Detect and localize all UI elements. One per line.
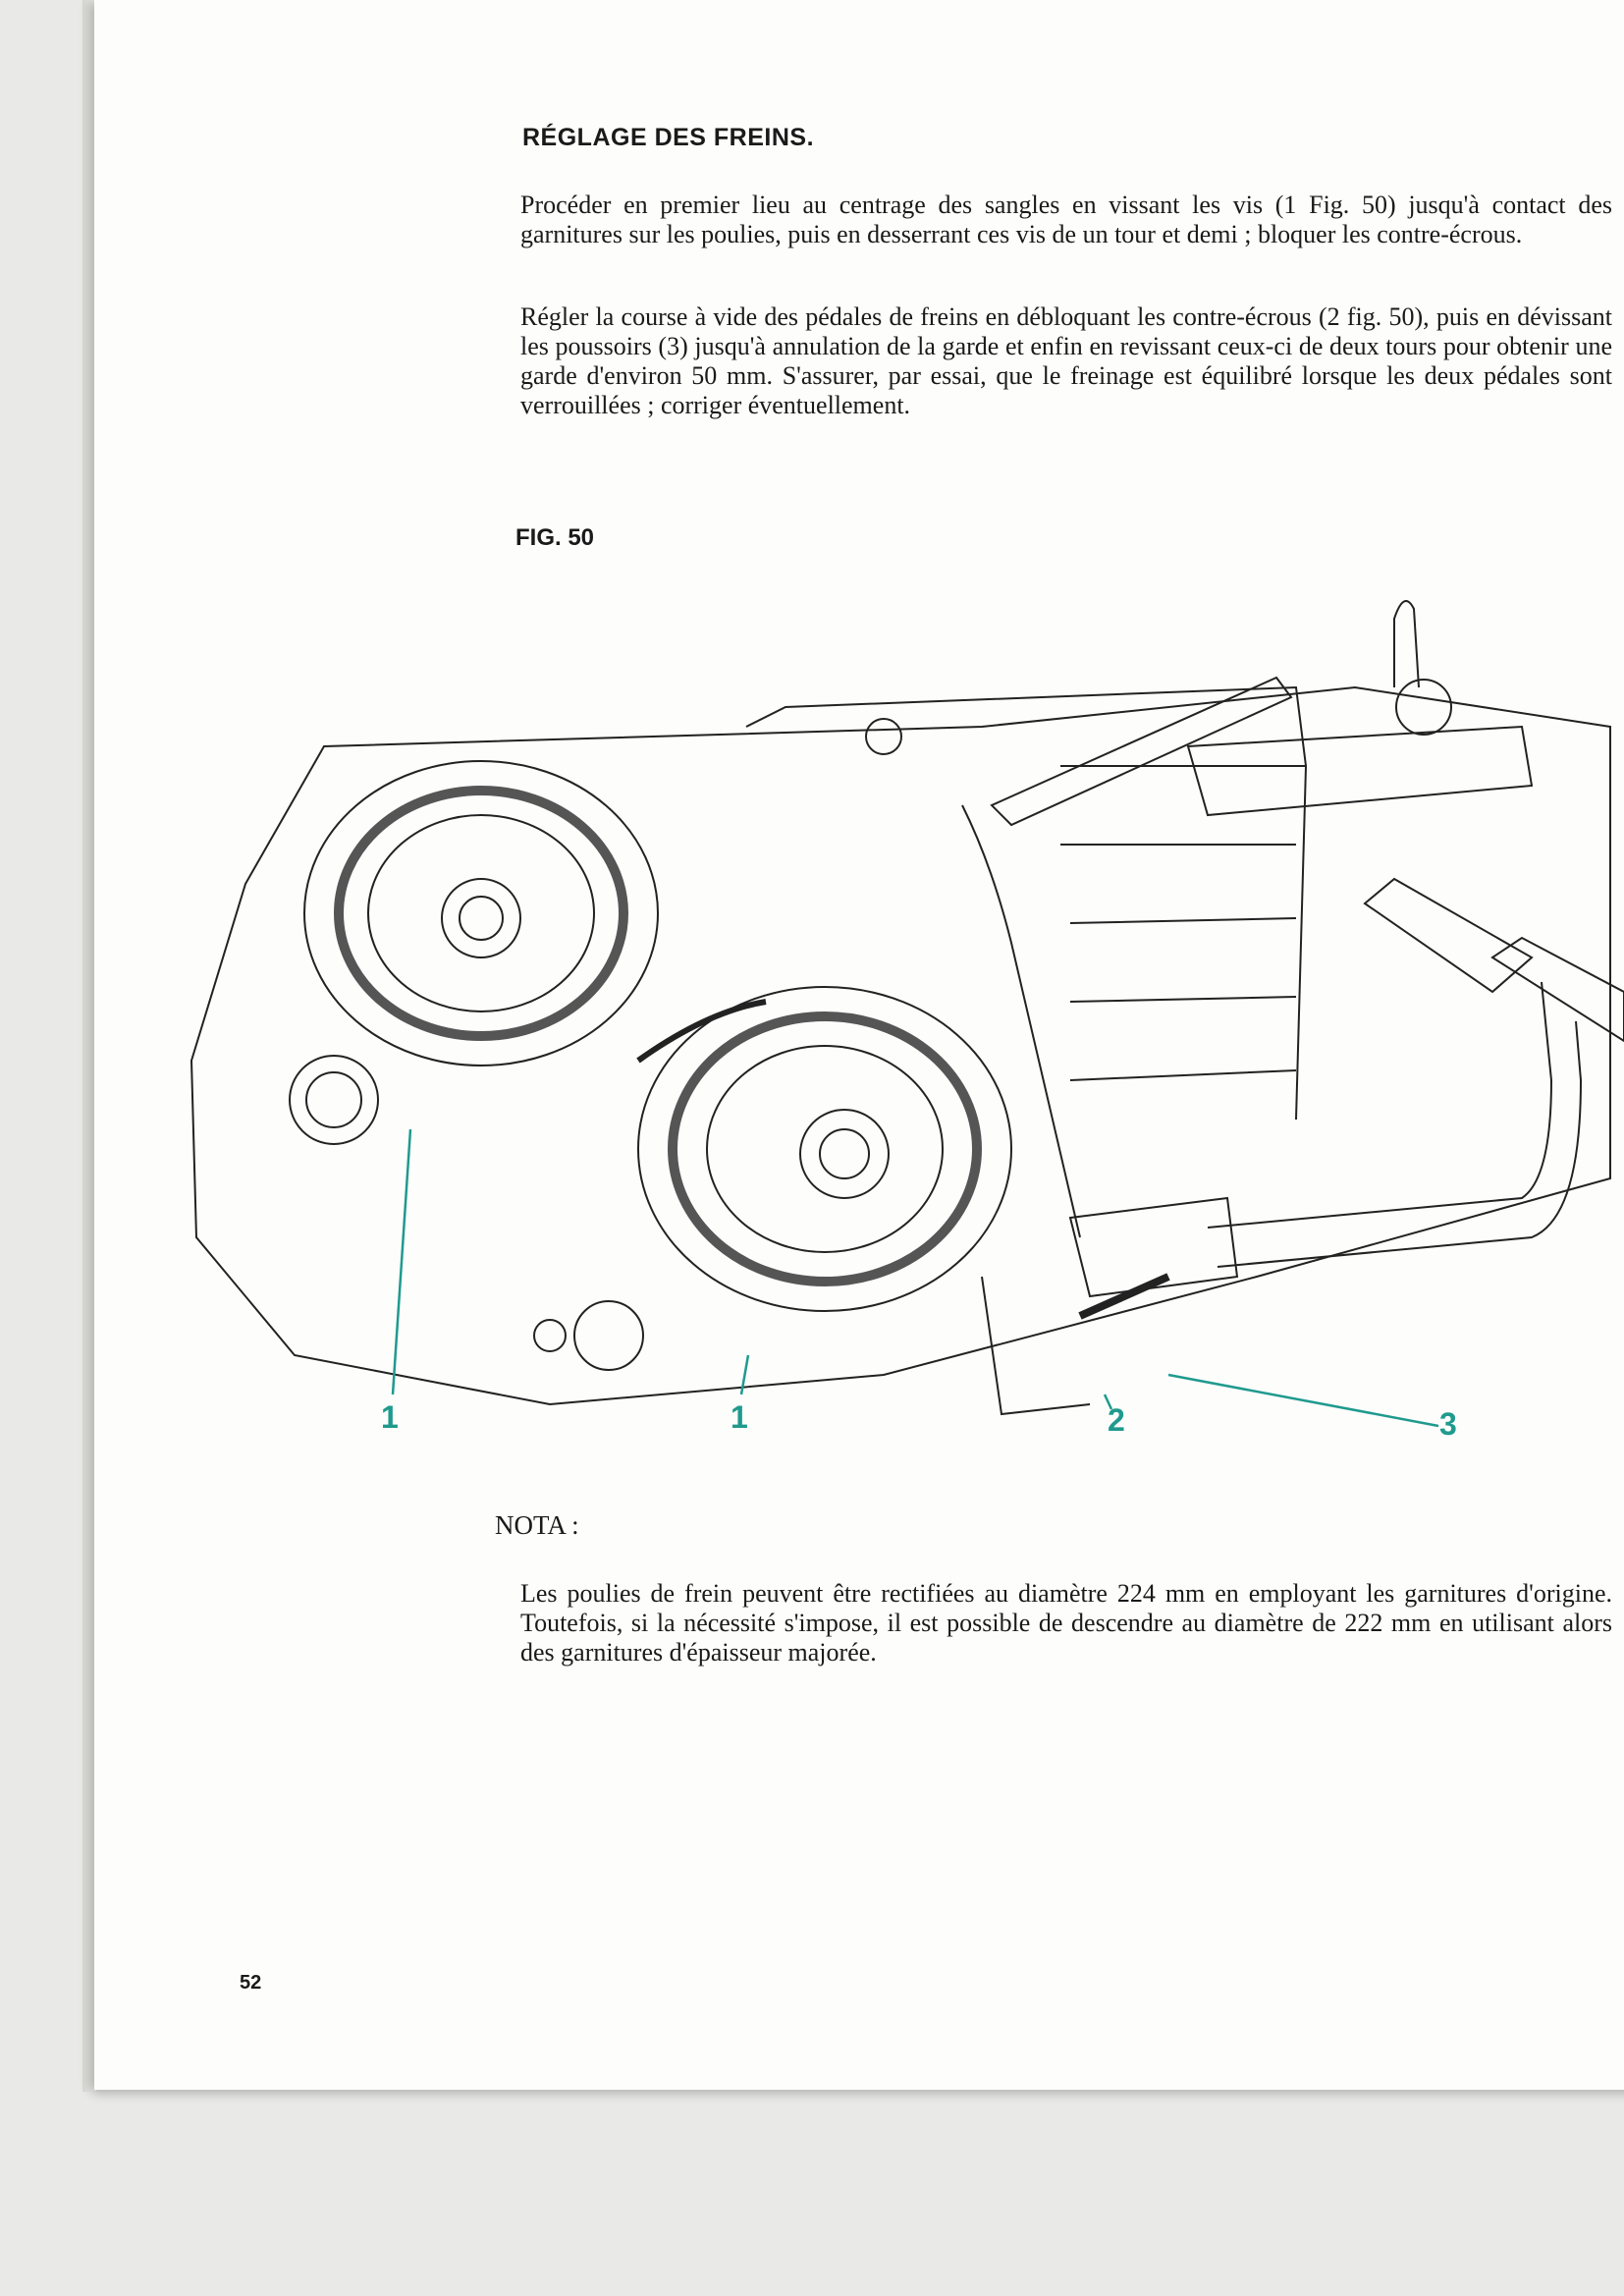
leader-3 bbox=[1167, 1373, 1439, 1428]
callout-1-right: 1 bbox=[731, 1399, 748, 1435]
callout-2: 2 bbox=[1108, 1402, 1125, 1438]
nota-paragraph: Les poulies de frein peuvent être rectif… bbox=[520, 1579, 1612, 1667]
figure-caption: FIG. 50 bbox=[515, 524, 595, 551]
document-page bbox=[94, 0, 1624, 2090]
section-heading: RÉGLAGE DES FREINS. bbox=[522, 124, 815, 151]
brake-linkage bbox=[636, 676, 1624, 1416]
right-brake-drum bbox=[637, 986, 1012, 1312]
callout-leaders bbox=[391, 1128, 1439, 1428]
left-brake-drum bbox=[303, 760, 659, 1066]
leader-2 bbox=[1103, 1394, 1113, 1410]
leader-1-left bbox=[391, 1128, 412, 1395]
leader-1-right bbox=[739, 1354, 750, 1395]
nota-label: NOTA : bbox=[495, 1510, 579, 1540]
callout-1-left: 1 bbox=[381, 1399, 399, 1435]
callout-3: 3 bbox=[1439, 1406, 1457, 1442]
page-edge-shadow bbox=[82, 0, 96, 2092]
paragraph-centering: Procéder en premier lieu au centrage des… bbox=[520, 191, 1612, 248]
gearbox-housing bbox=[189, 600, 1611, 1406]
paragraph-pedal-adjustment: Régler la course à vide des pédales de f… bbox=[520, 302, 1612, 419]
page-number: 52 bbox=[240, 1972, 262, 1994]
